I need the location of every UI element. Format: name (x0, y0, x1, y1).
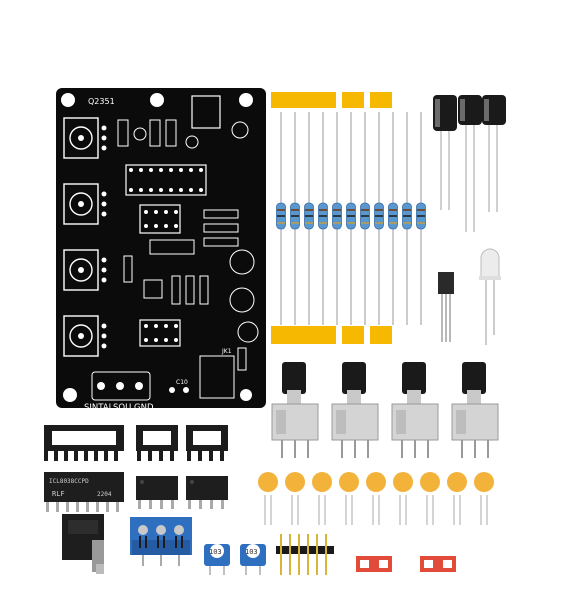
chip-part-number: ICL8038CCPD (49, 478, 89, 485)
ceramic-capacitors (258, 472, 494, 525)
trimmer-2-value: 103 (245, 548, 258, 556)
pcb-output-labels: SINTAI SQU GND (84, 403, 154, 413)
electrolytic-capacitors (433, 95, 506, 232)
pcb-board: Q2351 (56, 88, 266, 413)
terminal-block (130, 517, 192, 566)
potentiometer-3 (391, 362, 439, 458)
potentiometer-1 (271, 362, 319, 458)
ic-socket-8pin-2 (186, 425, 228, 461)
passive-footprints (91, 119, 259, 401)
potentiometer-2 (331, 362, 379, 458)
jk1-label: JK1 (221, 348, 232, 355)
pin-header (276, 534, 334, 575)
dc-power-jack (62, 514, 104, 574)
tape-bottom (271, 326, 392, 344)
potentiometers (271, 362, 499, 458)
sine-output-label: SINTAI (84, 403, 111, 413)
transistor (438, 272, 454, 342)
ic-footprints (125, 95, 221, 347)
jumper-cap-1 (356, 556, 392, 572)
led (479, 248, 501, 345)
trimmer-potentiometer-2: 103 (240, 544, 266, 575)
jumper-cap-2 (420, 556, 456, 572)
op-amp-chip-1 (136, 476, 178, 509)
ground-label: GND (134, 403, 154, 413)
c10-label: C10 (176, 379, 188, 386)
op-amp-chip-2 (186, 476, 228, 509)
square-output-label: SQU (113, 403, 131, 413)
ic-socket-16pin (44, 425, 124, 461)
resistor-strip (271, 92, 426, 344)
trimmer-1-value: 103 (209, 548, 222, 556)
trimmer-potentiometer-1: 103 (204, 544, 230, 575)
chip-date-code: 2204 (97, 491, 112, 498)
potentiometer-4 (451, 362, 499, 458)
chip-logo: RLF (52, 490, 65, 498)
pot-footprints (63, 117, 99, 357)
tape-top (271, 92, 392, 108)
pcb-code-label: Q2351 (88, 97, 115, 106)
ic-socket-8pin-1 (136, 425, 178, 461)
icl8038-chip: ICL8038CCPD RLF 2204 (44, 472, 124, 512)
